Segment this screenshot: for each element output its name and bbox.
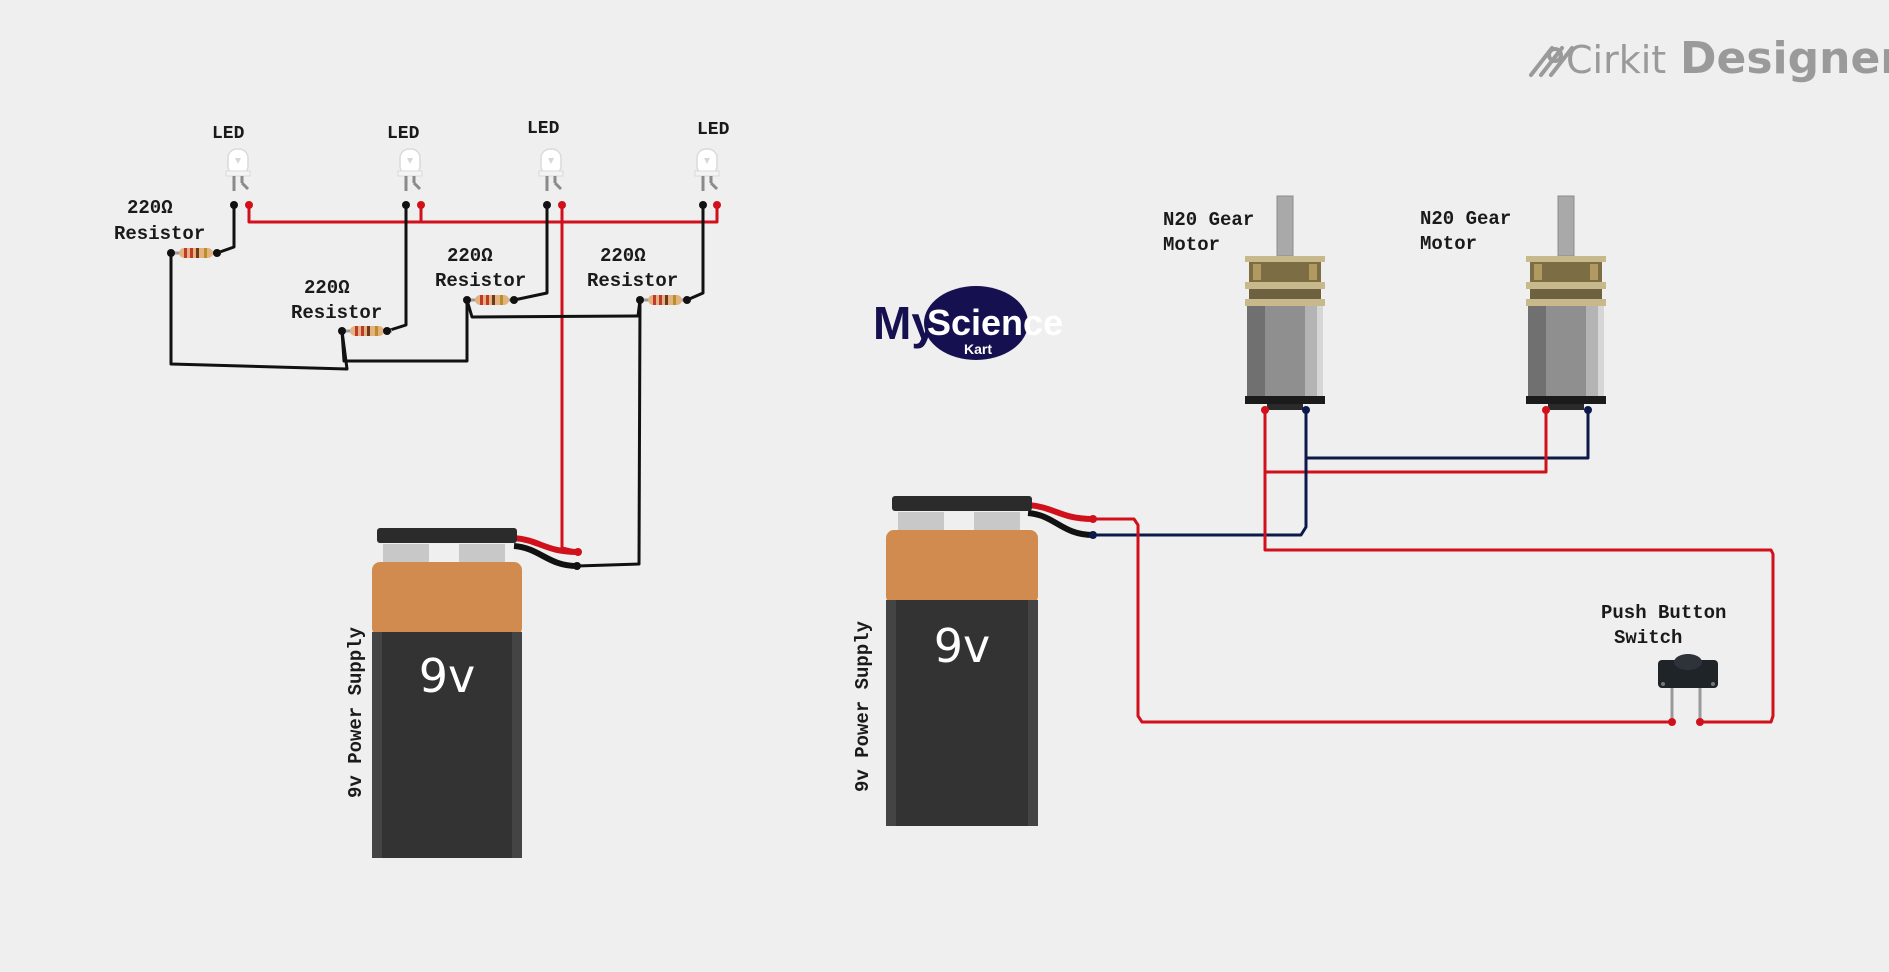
battery-1[interactable]: 9v 9v Power Supply — [345, 528, 579, 858]
resistor-4-value: 220Ω — [600, 245, 646, 267]
resistor-2-value: 220Ω — [304, 277, 350, 299]
myscience-kart-logo: My Science Kart — [873, 286, 1063, 360]
cirkit-logo-icon — [1529, 46, 1574, 77]
battery-2[interactable]: 9v 9v Power Supply — [852, 496, 1097, 826]
led-1[interactable]: LED — [212, 124, 252, 193]
right-circuit-wires — [1091, 408, 1775, 724]
brand-prefix: Cirkit — [1566, 38, 1666, 82]
resistor-4-name: Resistor — [587, 270, 678, 292]
resistor-3-name: Resistor — [435, 270, 526, 292]
resistor-2[interactable]: 220Ω Resistor — [291, 277, 394, 338]
led-4[interactable]: LED — [693, 120, 730, 193]
push-button-switch[interactable]: Push Button Switch — [1601, 602, 1726, 726]
motor-2-line2: Motor — [1420, 233, 1477, 255]
motor-1-line1: N20 Gear — [1163, 209, 1254, 231]
left-junctions — [167, 201, 721, 570]
push-button-line1: Push Button — [1601, 602, 1726, 624]
battery-2-label: 9v Power Supply — [852, 620, 874, 792]
motor-1-line2: Motor — [1163, 234, 1220, 256]
gear-motor-1[interactable]: N20 Gear Motor — [1163, 195, 1326, 414]
led-2[interactable]: LED — [387, 124, 424, 193]
logo-science: Science — [927, 302, 1063, 343]
led-3[interactable]: LED — [527, 119, 565, 193]
resistor-1[interactable]: 220Ω Resistor — [114, 197, 223, 260]
resistor-2-name: Resistor — [291, 302, 382, 324]
led-4-label: LED — [697, 120, 730, 140]
battery-1-label: 9v Power Supply — [345, 626, 367, 798]
led-1-label: LED — [212, 124, 245, 144]
push-button-line2: Switch — [1614, 627, 1682, 649]
led-2-label: LED — [387, 124, 420, 144]
motor-2-line1: N20 Gear — [1420, 208, 1511, 230]
resistor-4[interactable]: 220Ω Resistor — [587, 245, 692, 307]
brand-suffix: Designer — [1680, 33, 1889, 84]
resistor-1-value: 220Ω — [127, 197, 173, 219]
gear-motor-2[interactable]: N20 Gear Motor — [1420, 195, 1607, 414]
logo-my: My — [873, 297, 937, 349]
resistor-1-name: Resistor — [114, 223, 205, 245]
logo-kart: Kart — [964, 341, 992, 357]
battery-2-voltage: 9v — [934, 619, 991, 673]
cirkit-designer-brand: Cirkit Designer — [1529, 33, 1889, 84]
resistor-3[interactable]: 220Ω Resistor — [435, 245, 526, 307]
battery-1-voltage: 9v — [419, 649, 476, 703]
resistor-3-value: 220Ω — [447, 245, 493, 267]
led-3-label: LED — [527, 119, 560, 139]
